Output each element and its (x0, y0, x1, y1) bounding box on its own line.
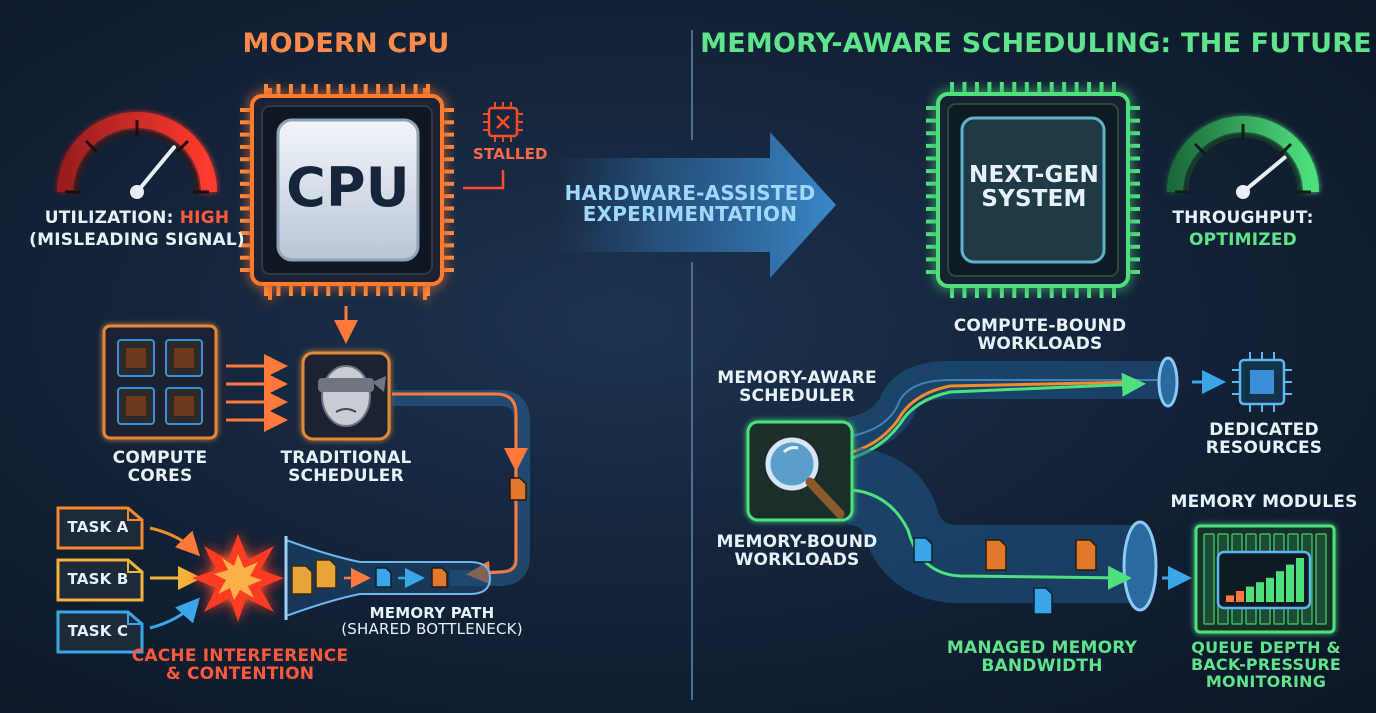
utilization-prefix: UTILIZATION: (44, 208, 180, 228)
transition-arrow-label: HARDWARE-ASSISTED EXPERIMENTATION (565, 183, 816, 225)
memory-bound-line-1: MEMORY-BOUND (716, 532, 878, 552)
task-label: TASK C (67, 622, 129, 640)
task-box (56, 558, 144, 602)
next-gen-line-2: SYSTEM (981, 186, 1087, 213)
throughput-value: OPTIMIZED (1189, 230, 1297, 250)
utilization-gauge (57, 112, 217, 199)
next-gen-line-1: NEXT-GEN (969, 162, 1099, 188)
contention-line-1: CACHE INTERFERENCE (131, 646, 349, 666)
blindfold-face-icon (301, 351, 391, 441)
cpu-chip-icon (240, 84, 454, 300)
file-icon (291, 559, 448, 595)
monitor-bar (1276, 571, 1284, 602)
task-label: TASK B (67, 570, 129, 588)
throughput-needle (1241, 155, 1287, 194)
utilization-note: (MISLEADING SIGNAL) (29, 230, 245, 250)
cores-label-line-1: COMPUTE (112, 448, 208, 468)
memory-aware-line-2: SCHEDULER (739, 385, 855, 406)
cpu-label: CPU (286, 156, 410, 219)
memory-modules-label: MEMORY MODULES (1170, 492, 1358, 512)
monitor-line-2: BACK-PRESSURE (1190, 654, 1342, 674)
contention-line-2: & CONTENTION (165, 663, 315, 684)
next-gen-chip-icon (926, 82, 1140, 298)
monitor-label: QUEUE DEPTH & BACK-PRESSURE MONITORING (1190, 638, 1342, 691)
task-box (56, 506, 144, 550)
monitor-bar (1226, 595, 1234, 602)
bandwidth-label: MANAGED MEMORY BANDWIDTH (946, 638, 1138, 676)
cores-to-scheduler-arrows (226, 354, 288, 432)
task-box (56, 610, 144, 654)
contention-label: CACHE INTERFERENCE & CONTENTION (131, 646, 349, 684)
monitor-line-1: QUEUE DEPTH & (1191, 638, 1341, 657)
memory-stick (1203, 533, 1215, 625)
stalled-label: STALLED (473, 145, 548, 163)
memory-module-icon (1194, 524, 1336, 634)
monitor-bar (1296, 558, 1304, 602)
transition-line-2: EXPERIMENTATION (582, 202, 798, 226)
memory-bound-pipe (846, 447, 1158, 612)
file-icon (509, 477, 527, 501)
dedicated-line-1: DEDICATED (1209, 420, 1319, 440)
bandwidth-line-2: BANDWIDTH (981, 655, 1103, 676)
compute-bound-pipe (847, 356, 1179, 460)
memory-path-line-2: (SHARED BOTTLENECK) (341, 619, 523, 638)
compute-cores-icon (102, 324, 218, 440)
monitor-bar (1236, 591, 1244, 602)
stalled-connector (463, 170, 505, 190)
monitor-bar (1246, 586, 1254, 602)
memory-bound-label: MEMORY-BOUND WORKLOADS (716, 532, 878, 570)
compute-bound-label: COMPUTE-BOUND WORKLOADS (953, 316, 1127, 354)
utilization-value: HIGH (179, 208, 230, 228)
transition-line-1: HARDWARE-ASSISTED (564, 181, 816, 205)
transition-arrow (555, 132, 836, 278)
monitor-bar (1256, 582, 1264, 602)
memory-stick (1315, 533, 1327, 625)
memory-path-line-1: MEMORY PATH (369, 604, 495, 622)
task-arrows (149, 526, 202, 630)
utilization-needle (135, 145, 176, 194)
traditional-scheduler-label: TRADITIONAL SCHEDULER (280, 448, 412, 486)
cores-label: COMPUTE CORES (112, 448, 208, 486)
left-title: MODERN CPU (242, 28, 450, 59)
traditional-scheduler-line-2: SCHEDULER (288, 465, 404, 486)
throughput-label: THROUGHPUT: (1172, 208, 1314, 228)
next-gen-label: NEXT-GEN SYSTEM (969, 163, 1099, 211)
dedicated-line-2: RESOURCES (1205, 437, 1323, 458)
memory-aware-line-1: MEMORY-AWARE (717, 368, 877, 388)
memory-path-label: MEMORY PATH (SHARED BOTTLENECK) (341, 604, 523, 638)
bandwidth-line-1: MANAGED MEMORY (946, 638, 1138, 658)
monitor-line-3: MONITORING (1205, 671, 1327, 691)
right-title: MEMORY-AWARE SCHEDULING: THE FUTURE (700, 28, 1372, 59)
memory-bound-line-2: WORKLOADS (734, 549, 860, 570)
cores-label-line-2: CORES (127, 465, 193, 486)
utilization-label: UTILIZATION: HIGH (44, 208, 230, 228)
compute-bound-line-1: COMPUTE-BOUND (953, 316, 1127, 336)
explosion-icon (192, 534, 284, 622)
dedicated-label: DEDICATED RESOURCES (1205, 420, 1323, 458)
monitor-bar (1286, 564, 1294, 602)
throughput-gauge (1167, 116, 1319, 199)
memory-aware-scheduler-label: MEMORY-AWARE SCHEDULER (717, 368, 877, 406)
memory-loop (392, 390, 530, 586)
compute-bound-line-2: WORKLOADS (977, 333, 1103, 354)
file-icon (913, 537, 1097, 615)
traditional-scheduler-line-1: TRADITIONAL (280, 448, 412, 468)
task-label: TASK A (67, 518, 129, 536)
dedicated-chip-icon (1232, 352, 1292, 412)
stalled-chip-icon (483, 102, 523, 142)
monitor-bar (1266, 577, 1274, 602)
magnifier-icon (746, 420, 854, 522)
